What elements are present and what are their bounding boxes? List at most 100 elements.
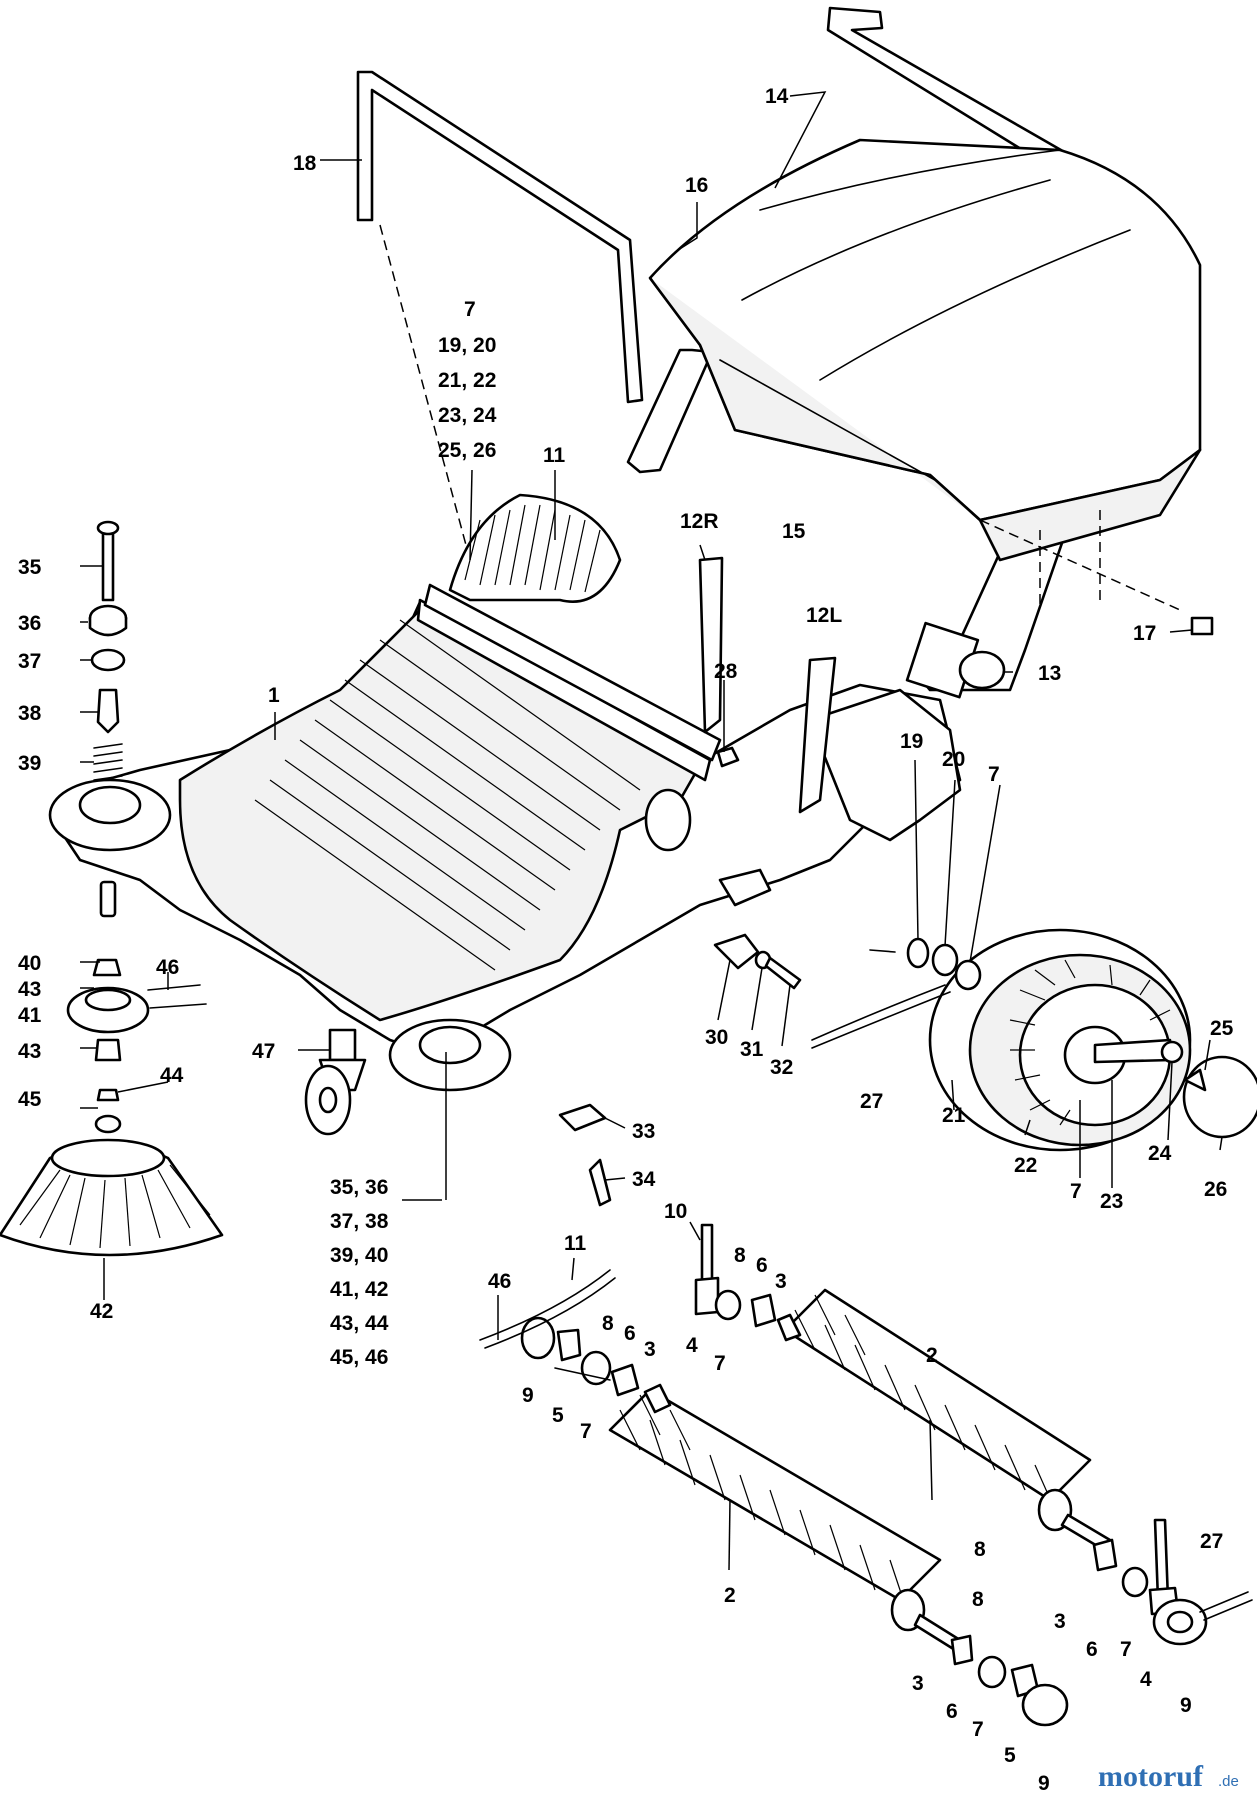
upper-handle-bar [356, 70, 714, 561]
callout-7-c: 7 [1070, 1180, 1082, 1203]
callout-16: 16 [685, 174, 708, 197]
callout-27-b: 27 [1200, 1530, 1223, 1553]
callout-20: 20 [942, 748, 965, 771]
callout-33: 33 [632, 1120, 655, 1143]
callout-11-b: 11 [564, 1232, 587, 1255]
callout-7-f: 7 [1120, 1638, 1132, 1661]
brush-roller-front [608, 1388, 962, 1652]
callout-43-b: 43 [18, 1040, 41, 1063]
front-caster [304, 1028, 367, 1136]
callout-46: 46 [156, 956, 179, 979]
callout-35-36: 35, 36 [330, 1176, 388, 1199]
side-brush-stack [0, 520, 224, 1257]
callout-35: 35 [18, 556, 42, 579]
callout-37: 37 [18, 650, 41, 673]
right-wheel-assembly [811, 928, 1257, 1152]
callout-39-40: 39, 40 [330, 1244, 388, 1267]
callout-23: 23 [1100, 1190, 1123, 1213]
callout-17: 17 [1133, 622, 1156, 645]
nut-28 [716, 746, 740, 768]
callout-21-22: 21, 22 [438, 369, 496, 392]
callout-labels: 14 18 16 7 19, 20 21, 22 23, 24 25, 26 1… [18, 85, 1234, 1795]
rear-drive-wheel-upper [448, 493, 622, 603]
callout-30: 30 [705, 1026, 728, 1049]
callout-10: 10 [664, 1200, 687, 1223]
callout-43: 43 [18, 978, 41, 1001]
callout-39: 39 [18, 752, 41, 775]
callout-8-c: 8 [974, 1538, 986, 1561]
callout-7-g: 7 [972, 1718, 984, 1741]
callout-45: 45 [18, 1088, 42, 1111]
callout-7: 7 [464, 298, 476, 321]
callout-3-d: 3 [912, 1672, 924, 1695]
watermark-brand: motoruf [1098, 1760, 1204, 1793]
callout-27: 27 [860, 1090, 883, 1113]
callout-14: 14 [765, 85, 789, 108]
callout-3-c: 3 [1054, 1610, 1066, 1633]
callout-19: 19 [900, 730, 923, 753]
callout-6: 6 [756, 1254, 768, 1277]
callout-3-b: 3 [644, 1338, 656, 1361]
callout-45-46: 45, 46 [330, 1346, 388, 1369]
callout-8-d: 8 [972, 1588, 984, 1611]
callout-4-b: 4 [1140, 1668, 1152, 1691]
watermark-tld: .de [1218, 1773, 1239, 1790]
collection-bin [648, 138, 1202, 611]
callout-9-c: 9 [1038, 1772, 1050, 1795]
bolt-32 [764, 956, 802, 990]
callout-5-b: 5 [1004, 1744, 1016, 1767]
gear-bracket [713, 933, 760, 970]
callout-7-e: 7 [580, 1420, 592, 1443]
callout-41-42: 41, 42 [330, 1278, 388, 1301]
callout-43-44: 43, 44 [330, 1312, 389, 1335]
locking-knob [958, 650, 1006, 690]
callout-2: 2 [926, 1344, 938, 1367]
callout-42: 42 [90, 1300, 113, 1323]
callout-47: 47 [252, 1040, 275, 1063]
callout-23-24: 23, 24 [438, 404, 497, 427]
housing-ribs [254, 619, 641, 971]
callout-28: 28 [714, 660, 738, 683]
callout-36: 36 [18, 612, 41, 635]
callout-32: 32 [770, 1056, 793, 1079]
callout-5: 5 [552, 1404, 564, 1427]
callout-18: 18 [293, 152, 317, 175]
callout-41: 41 [18, 1004, 42, 1027]
callout-4: 4 [686, 1334, 698, 1357]
callout-13: 13 [1038, 662, 1061, 685]
callout-1: 1 [268, 684, 280, 707]
callout-3: 3 [775, 1270, 787, 1293]
callout-44: 44 [160, 1064, 184, 1087]
watermark: motoruf .de [1098, 1760, 1239, 1793]
screw-part [588, 1158, 612, 1207]
callout-2-b: 2 [724, 1584, 736, 1607]
callout-26: 26 [1204, 1178, 1227, 1201]
callout-25: 25 [1210, 1017, 1234, 1040]
callout-9-b: 9 [1180, 1694, 1192, 1717]
axle-washers [869, 937, 982, 991]
callout-40: 40 [18, 952, 41, 975]
clip-part [558, 1103, 607, 1132]
callout-12l: 12L [806, 604, 842, 627]
callout-21: 21 [942, 1104, 966, 1127]
callout-31: 31 [740, 1038, 764, 1061]
callout-37-38: 37, 38 [330, 1210, 389, 1233]
sweeper-housing [48, 556, 962, 1092]
callout-12r: 12R [680, 510, 719, 533]
callout-11: 11 [543, 444, 566, 467]
roller-right-end-parts [950, 1518, 1253, 1727]
callout-24: 24 [1148, 1142, 1172, 1165]
callout-25-26: 25, 26 [438, 439, 496, 462]
callout-7-d: 7 [714, 1352, 726, 1375]
callout-15: 15 [782, 520, 806, 543]
callout-8: 8 [734, 1244, 746, 1267]
callout-8-b: 8 [602, 1312, 614, 1335]
callout-6-c: 6 [1086, 1638, 1098, 1661]
callout-6-b: 6 [624, 1322, 636, 1345]
callout-19-20: 19, 20 [438, 334, 496, 357]
callout-9: 9 [522, 1384, 534, 1407]
bin-screw [1190, 616, 1214, 636]
callout-46-b: 46 [488, 1270, 511, 1293]
callout-38: 38 [18, 702, 42, 725]
